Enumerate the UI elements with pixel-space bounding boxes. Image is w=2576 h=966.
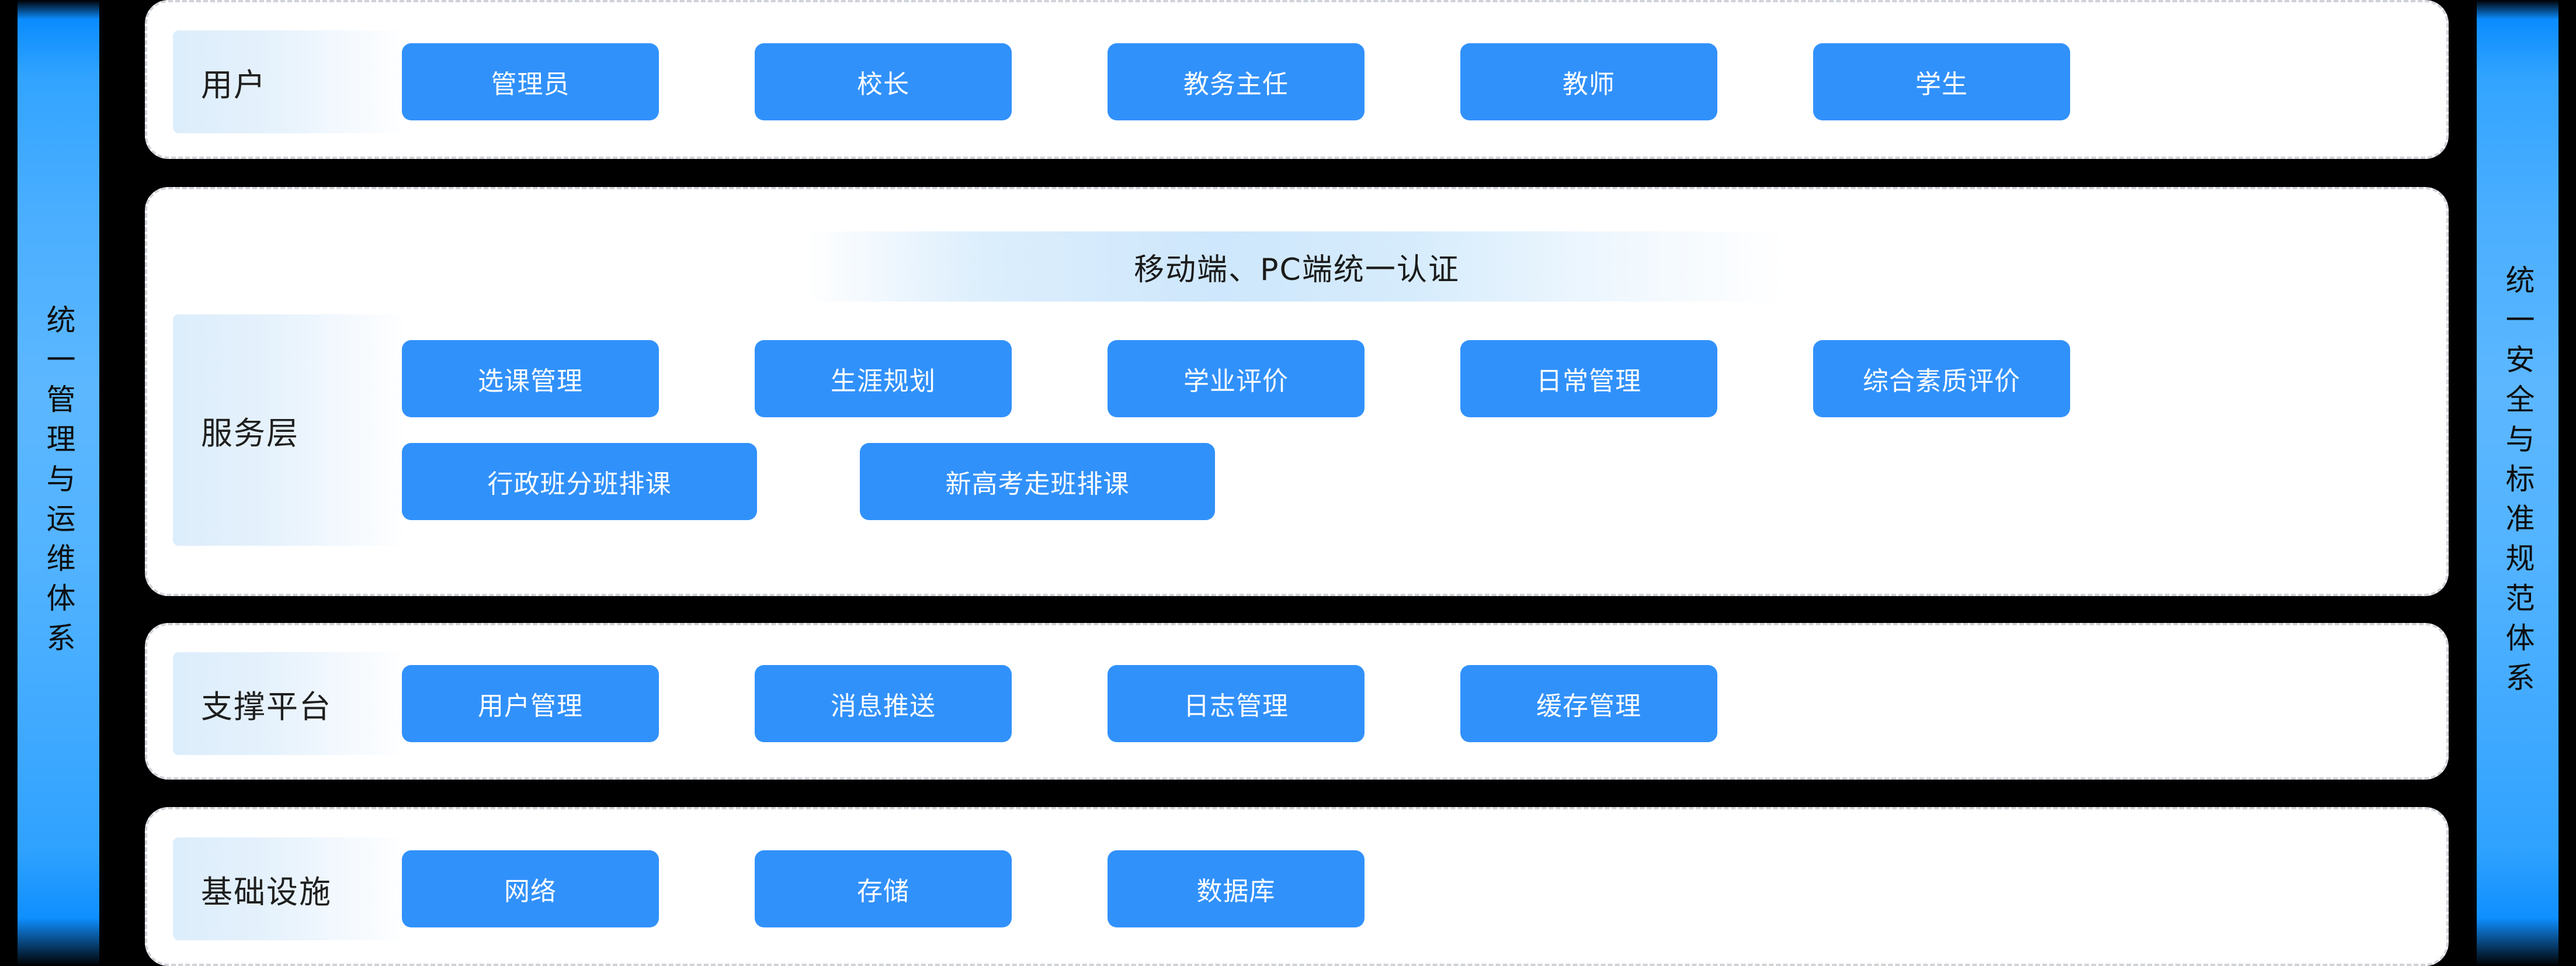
right-banner-label: 统一安全与标准规范体系 (2501, 264, 2535, 702)
panel-support: 支撑平台 用户管理 消息推送 日志管理 缓存管理 (145, 623, 2449, 780)
unified-auth-band: 移动端、PC端统一认证 (806, 231, 1787, 302)
row-label-support-text: 支撑平台 (201, 688, 332, 725)
chip-user-management[interactable]: 用户管理 (402, 665, 659, 742)
chip-principal[interactable]: 校长 (755, 43, 1012, 120)
chip-slot: 缓存管理 (1460, 665, 1813, 742)
chip-teacher[interactable]: 教师 (1460, 43, 1717, 120)
chip-academic-evaluation[interactable]: 学业评价 (1108, 340, 1365, 417)
chip-slot: 教师 (1460, 43, 1813, 120)
chip-log-management[interactable]: 日志管理 (1108, 665, 1365, 742)
row-label-users-text: 用户 (201, 66, 266, 103)
chips-area-support: 用户管理 消息推送 日志管理 缓存管理 (402, 652, 2421, 755)
unified-auth-label: 移动端、PC端统一认证 (1134, 252, 1460, 288)
left-vertical-banner: 统一管理与运维体系 (18, 0, 99, 966)
chip-slot: 数据库 (1108, 850, 1460, 927)
chip-slot: 日志管理 (1108, 665, 1460, 742)
chip-slot: 网络 (402, 850, 755, 927)
row-label-service-text: 服务层 (201, 414, 299, 452)
left-banner-label: 统一管理与运维体系 (41, 304, 76, 662)
chip-slot: 教务主任 (1108, 43, 1460, 120)
chip-slot: 综合素质评价 (1813, 340, 2166, 417)
chip-course-selection-management[interactable]: 选课管理 (402, 340, 659, 417)
chip-slot: 新高考走班排课 (860, 443, 1318, 520)
chip-student[interactable]: 学生 (1813, 43, 2070, 120)
chip-network[interactable]: 网络 (402, 850, 659, 927)
chip-slot: 学业评价 (1108, 340, 1460, 417)
row-service: 服务层 选课管理 生涯规划 学业评价 日常管理 (173, 314, 2421, 546)
row-users: 用户 管理员 校长 教务主任 教师 (173, 30, 2421, 133)
chip-slot: 日常管理 (1460, 340, 1813, 417)
chip-academic-director[interactable]: 教务主任 (1108, 43, 1365, 120)
chip-slot: 用户管理 (402, 665, 755, 742)
chip-slot: 行政班分班排课 (402, 443, 860, 520)
chip-daily-management[interactable]: 日常管理 (1460, 340, 1717, 417)
chip-gaokao-elective-scheduling[interactable]: 新高考走班排课 (860, 443, 1215, 520)
chip-database[interactable]: 数据库 (1108, 850, 1365, 927)
chip-slot: 选课管理 (402, 340, 755, 417)
row-label-support: 支撑平台 (173, 652, 402, 755)
chip-row-infrastructure-1: 网络 存储 数据库 (402, 850, 2421, 927)
chip-row-service-1: 选课管理 生涯规划 学业评价 日常管理 综合素质评价 (402, 340, 2421, 417)
chips-area-service: 选课管理 生涯规划 学业评价 日常管理 综合素质评价 (402, 314, 2421, 546)
chip-admin-class-scheduling[interactable]: 行政班分班排课 (402, 443, 757, 520)
panel-infrastructure: 基础设施 网络 存储 数据库 (145, 807, 2449, 966)
chips-area-infrastructure: 网络 存储 数据库 (402, 837, 2421, 940)
chip-slot: 消息推送 (755, 665, 1108, 742)
panel-service: 移动端、PC端统一认证 服务层 选课管理 生涯规划 学业评价 (145, 187, 2449, 596)
right-vertical-banner: 统一安全与标准规范体系 (2477, 0, 2558, 966)
chip-row-support-1: 用户管理 消息推送 日志管理 缓存管理 (402, 665, 2421, 742)
chip-row-users-1: 管理员 校长 教务主任 教师 学生 (402, 43, 2421, 120)
row-support: 支撑平台 用户管理 消息推送 日志管理 缓存管理 (173, 652, 2421, 755)
chip-career-planning[interactable]: 生涯规划 (755, 340, 1012, 417)
chip-row-service-2: 行政班分班排课 新高考走班排课 (402, 443, 2421, 520)
row-label-infrastructure: 基础设施 (173, 837, 402, 940)
row-label-service: 服务层 (173, 314, 402, 546)
chip-slot: 生涯规划 (755, 340, 1108, 417)
chip-slot: 存储 (755, 850, 1108, 927)
chip-comprehensive-quality-evaluation[interactable]: 综合素质评价 (1813, 340, 2070, 417)
chip-admin[interactable]: 管理员 (402, 43, 659, 120)
row-label-users: 用户 (173, 30, 402, 133)
layer-panel-stack: 用户 管理员 校长 教务主任 教师 (145, 0, 2449, 966)
row-infrastructure: 基础设施 网络 存储 数据库 (173, 837, 2421, 940)
chip-message-push[interactable]: 消息推送 (755, 665, 1012, 742)
row-label-infrastructure-text: 基础设施 (201, 873, 332, 910)
chip-slot: 管理员 (402, 43, 755, 120)
panel-users: 用户 管理员 校长 教务主任 教师 (145, 0, 2449, 159)
chip-cache-management[interactable]: 缓存管理 (1460, 665, 1717, 742)
chip-slot: 学生 (1813, 43, 2166, 120)
chip-slot: 校长 (755, 43, 1108, 120)
chip-storage[interactable]: 存储 (755, 850, 1012, 927)
chips-area-users: 管理员 校长 教务主任 教师 学生 (402, 30, 2421, 133)
